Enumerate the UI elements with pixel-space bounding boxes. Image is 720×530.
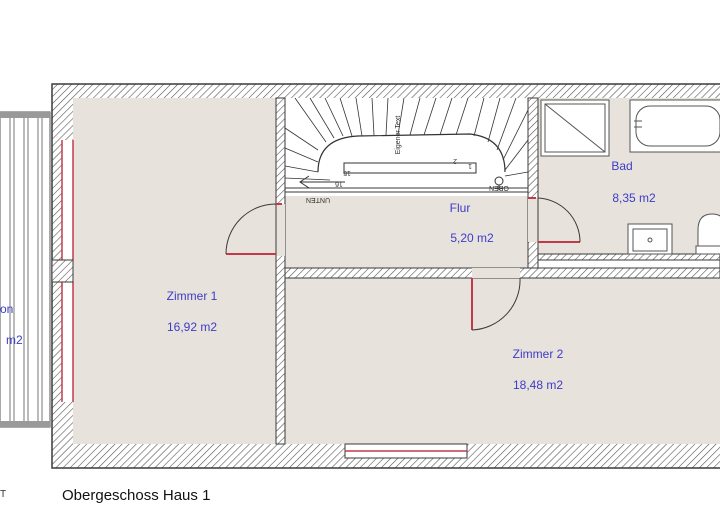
stair-step-2: 2	[453, 157, 457, 164]
door-zimmer-1	[225, 203, 282, 256]
balcony	[0, 111, 51, 428]
interior-wall-vertical-right	[527, 97, 539, 269]
edge-mark: T	[0, 489, 6, 500]
stair-up-label: OBEN	[489, 184, 509, 191]
stair-step-15: 15	[343, 169, 351, 176]
room-name-balcony: on	[0, 302, 13, 316]
door-zimmer-2	[471, 277, 521, 331]
stair-note: Eigener Text	[395, 116, 402, 155]
shower-tray	[540, 99, 610, 157]
washbasin	[627, 223, 673, 255]
toilet	[695, 213, 720, 255]
floor-title: Obergeschoss Haus 1	[62, 487, 211, 504]
stair-step-16: 16	[335, 180, 343, 187]
room-area-zimmer-2: 18,48 m2	[513, 378, 563, 392]
room-name-zimmer-2: Zimmer 2	[513, 347, 564, 361]
room-name-bad: Bad	[611, 159, 632, 173]
window-zimmer-2-bottom	[344, 443, 468, 459]
room-area-zimmer-1: 16,92 m2	[167, 320, 217, 334]
room-area-balcony: m2	[6, 333, 23, 347]
staircase	[284, 97, 529, 190]
window-zimmer-1-lower	[61, 282, 74, 402]
window-zimmer-1-upper	[61, 140, 74, 260]
interior-wall-vertical-left	[275, 97, 286, 445]
bathtub	[629, 99, 720, 153]
room-name-zimmer-1: Zimmer 1	[167, 289, 218, 303]
stair-step-1: 1	[468, 162, 472, 169]
bath-floor-line	[537, 259, 720, 269]
room-name-flur: Flur	[450, 201, 471, 215]
room-flur-floor	[285, 196, 528, 268]
room-area-flur: 5,20 m2	[450, 231, 494, 245]
room-zimmer-2-floor	[285, 278, 720, 444]
door-bad	[528, 197, 581, 243]
room-zimmer-1-floor	[73, 98, 276, 444]
bath-wall	[537, 253, 720, 261]
room-area-bad: 8,35 m2	[612, 191, 656, 205]
stair-down-label: UNTEN	[306, 196, 330, 203]
stair-wall	[284, 187, 529, 193]
room-stair-floor	[285, 98, 528, 196]
